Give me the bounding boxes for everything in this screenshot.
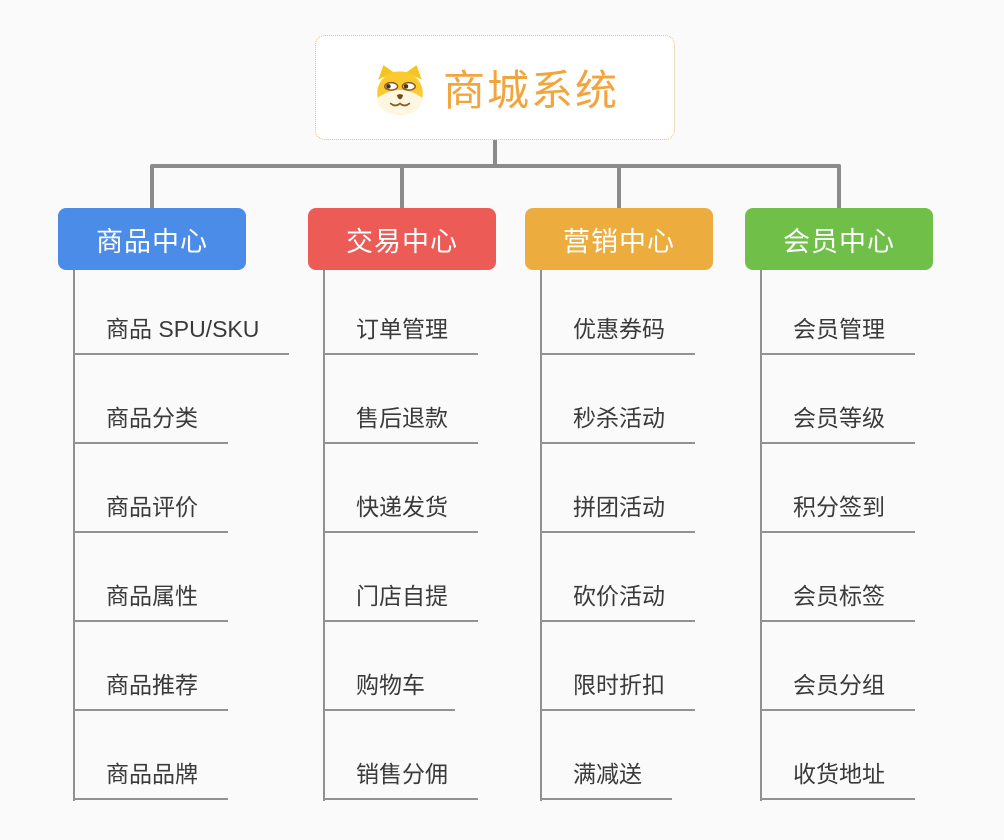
child-node-points-checkin[interactable]: 积分签到 [760,492,915,533]
child-node-flash-sale[interactable]: 秒杀活动 [540,403,695,444]
child-node-sales-commission[interactable]: 销售分佣 [323,759,478,800]
child-node-member-level[interactable]: 会员等级 [760,403,915,444]
trunk-line-marketing-center [540,270,542,801]
child-node-product-spu-sku[interactable]: 商品 SPU/SKU [73,314,290,355]
trunk-line-product-center [73,270,75,801]
child-node-member-group[interactable]: 会员分组 [760,670,915,711]
connector-drop-line [400,166,404,210]
child-node-order-management[interactable]: 订单管理 [323,314,478,355]
trunk-line-trade-center [323,270,325,801]
child-node-product-category[interactable]: 商品分类 [73,403,228,444]
connector-drop-line [150,166,154,210]
child-node-product-attribute[interactable]: 商品属性 [73,581,228,622]
child-node-limited-time-discount[interactable]: 限时折扣 [540,670,695,711]
branch-node-product-center[interactable]: 商品中心 [58,208,246,270]
child-node-product-brand[interactable]: 商品品牌 [73,759,228,800]
child-node-shipping-address[interactable]: 收货地址 [760,759,915,800]
connector-drop-line [617,166,621,210]
child-node-coupon-code[interactable]: 优惠券码 [540,314,695,355]
child-node-store-pickup[interactable]: 门店自提 [323,581,478,622]
child-node-bargain-activity[interactable]: 砍价活动 [540,581,695,622]
dog-face-icon [371,63,429,117]
root-node-label: 商城系统 [442,67,619,114]
child-node-shopping-cart[interactable]: 购物车 [323,670,455,711]
child-node-member-management[interactable]: 会员管理 [760,314,915,355]
child-node-after-sales-refund[interactable]: 售后退款 [323,403,478,444]
child-node-full-reduction[interactable]: 满减送 [540,759,672,800]
child-node-member-tag[interactable]: 会员标签 [760,581,915,622]
root-node[interactable]: 商城系统 [315,35,675,140]
branch-node-marketing-center[interactable]: 营销中心 [525,208,713,270]
connector-drop-line [837,166,841,210]
child-node-express-delivery[interactable]: 快递发货 [323,492,478,533]
connector-horizontal-bar [150,164,841,168]
child-node-product-recommend[interactable]: 商品推荐 [73,670,228,711]
branch-node-member-center[interactable]: 会员中心 [745,208,933,270]
connector-root-stub [493,140,497,167]
trunk-line-member-center [760,270,762,801]
child-node-group-buy[interactable]: 拼团活动 [540,492,695,533]
branch-node-trade-center[interactable]: 交易中心 [308,208,496,270]
child-node-product-review[interactable]: 商品评价 [73,492,228,533]
